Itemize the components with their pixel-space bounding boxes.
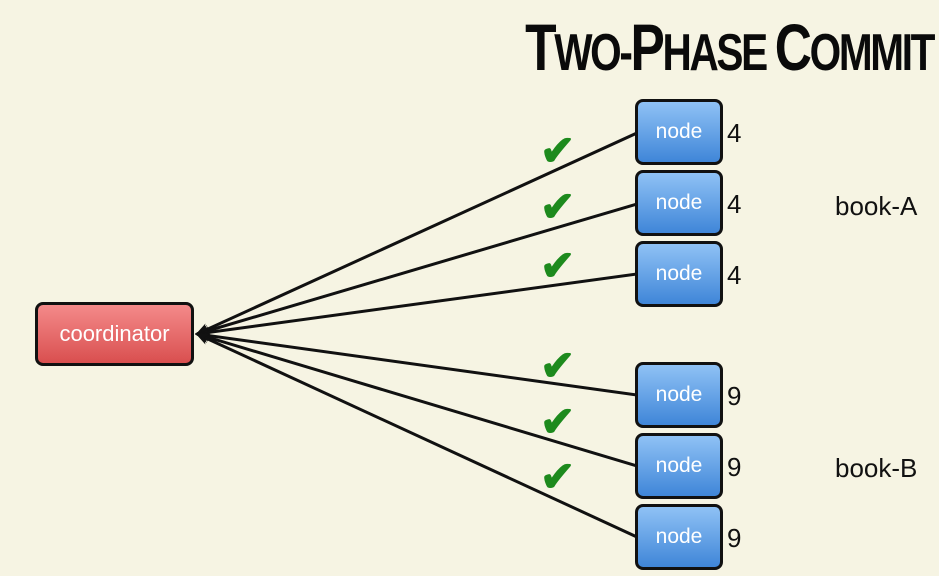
group-label-book-b: book-B [835, 453, 918, 483]
coordinator-box: coordinator [35, 302, 194, 366]
group-label-book-a: book-A [835, 191, 918, 221]
node-value-3: 4 [727, 260, 742, 290]
title-part: P [630, 10, 664, 84]
check-icon: ✔ [540, 242, 576, 289]
check-icon: ✔ [540, 342, 576, 389]
node-label: node [655, 191, 703, 214]
node-label: node [655, 262, 703, 285]
title-part: T [524, 10, 556, 84]
node-box-2: node [635, 170, 723, 236]
node-value-5: 9 [727, 452, 742, 482]
node-box-1: node [635, 99, 723, 165]
edge-node-1 [195, 131, 638, 336]
coordinator-label: coordinator [59, 321, 170, 346]
title-part: WO- [554, 24, 633, 82]
node-box-5: node [635, 433, 723, 499]
node-value-1: 4 [727, 118, 742, 148]
node-label: node [655, 383, 703, 406]
title-part: C [774, 10, 812, 84]
title-part: HASE [662, 24, 775, 82]
title-part: OMMIT [809, 24, 936, 82]
node-box-6: node [635, 504, 723, 570]
check-icon: ✔ [540, 127, 576, 174]
edge-node-4 [195, 329, 638, 397]
node-box-4: node [635, 362, 723, 428]
check-icon: ✔ [540, 183, 576, 230]
page-title: TWO-PHASE COMMIT [525, 14, 936, 82]
edge-node-6 [195, 332, 638, 539]
check-icon: ✔ [540, 398, 576, 445]
node-label: node [655, 120, 703, 143]
edge-node-2 [195, 202, 638, 337]
node-box-3: node [635, 241, 723, 307]
edge-node-3 [195, 272, 638, 339]
edge-node-5 [195, 331, 638, 468]
node-value-2: 4 [727, 189, 742, 219]
node-value-6: 9 [727, 523, 742, 553]
check-icon: ✔ [540, 453, 576, 500]
node-label: node [655, 454, 703, 477]
node-label: node [655, 525, 703, 548]
node-value-4: 9 [727, 381, 742, 411]
